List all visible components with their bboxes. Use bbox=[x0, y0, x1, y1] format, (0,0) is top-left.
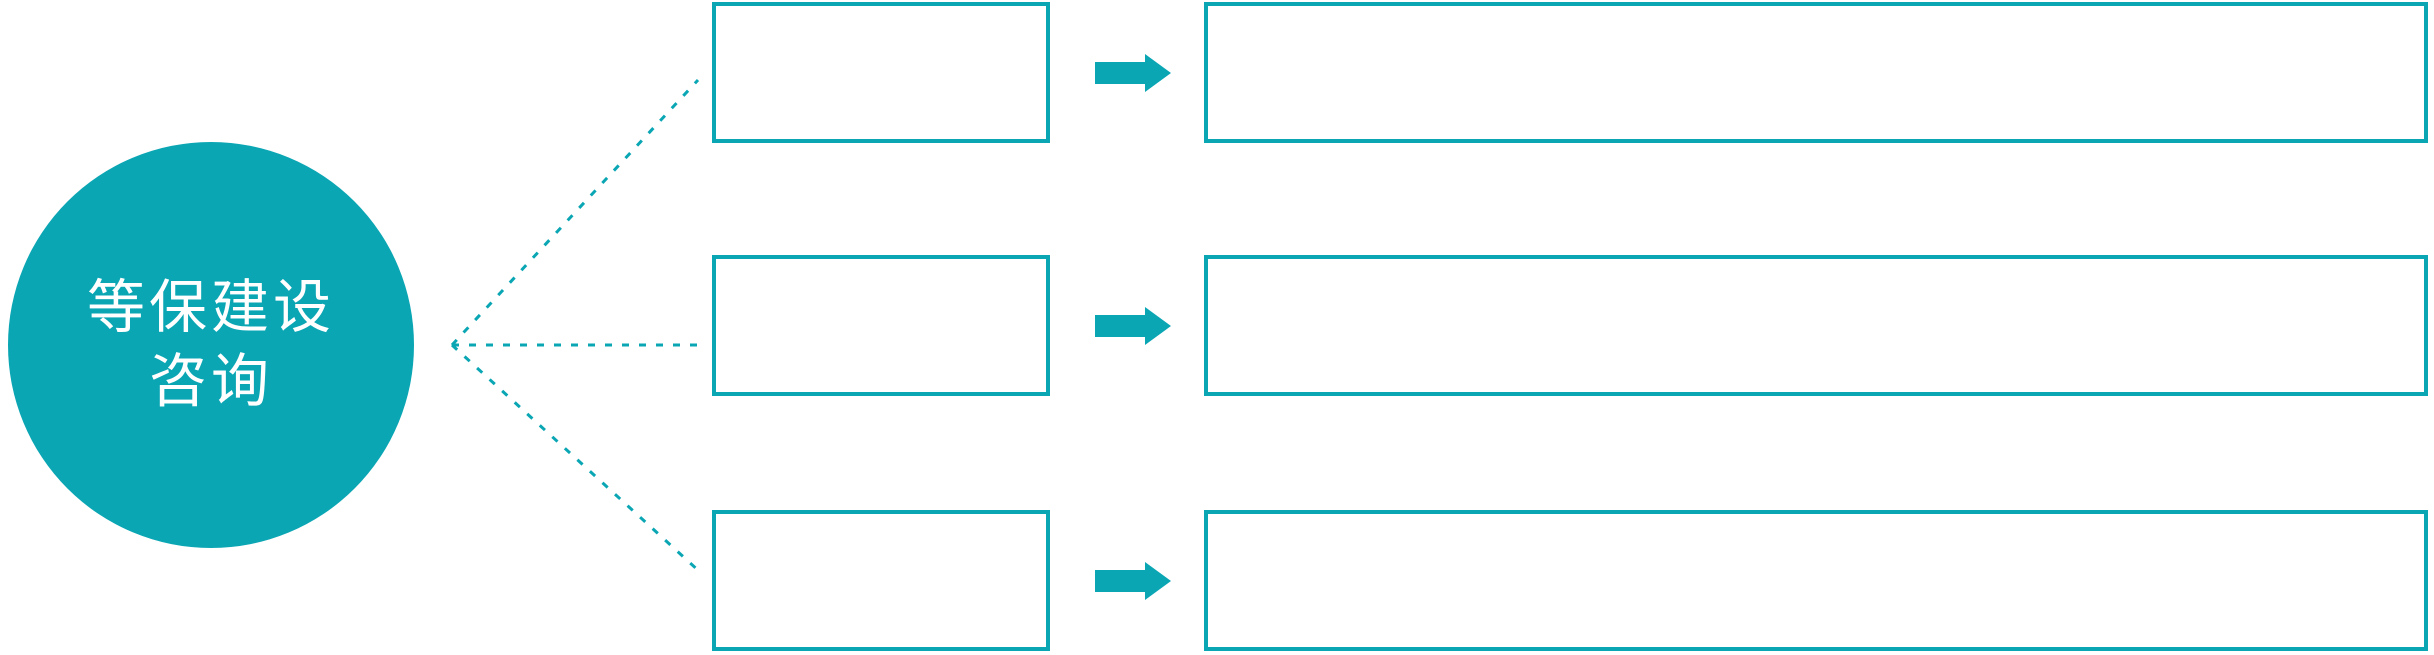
hub-title-line2: 咨询 bbox=[148, 349, 273, 414]
step-box-3 bbox=[712, 510, 1050, 651]
right-arrow-shape bbox=[1095, 53, 1171, 92]
flow-row-1 bbox=[0, 2, 2434, 143]
right-arrow-icon bbox=[1095, 561, 1171, 600]
detail-box-3 bbox=[1204, 510, 2428, 651]
hub-circle: 等保建设 咨询 bbox=[8, 142, 414, 548]
flow-row-3 bbox=[0, 510, 2434, 651]
right-arrow-icon bbox=[1095, 53, 1171, 92]
right-arrow-shape bbox=[1095, 306, 1171, 345]
right-arrow-shape bbox=[1095, 561, 1171, 600]
right-arrow-icon bbox=[1095, 306, 1171, 345]
flow-row-2 bbox=[0, 255, 2434, 396]
step-box-1 bbox=[712, 2, 1050, 143]
detail-box-2 bbox=[1204, 255, 2428, 396]
detail-box-1 bbox=[1204, 2, 2428, 143]
step-box-2 bbox=[712, 255, 1050, 396]
hub-title-line1: 等保建设 bbox=[86, 275, 335, 340]
